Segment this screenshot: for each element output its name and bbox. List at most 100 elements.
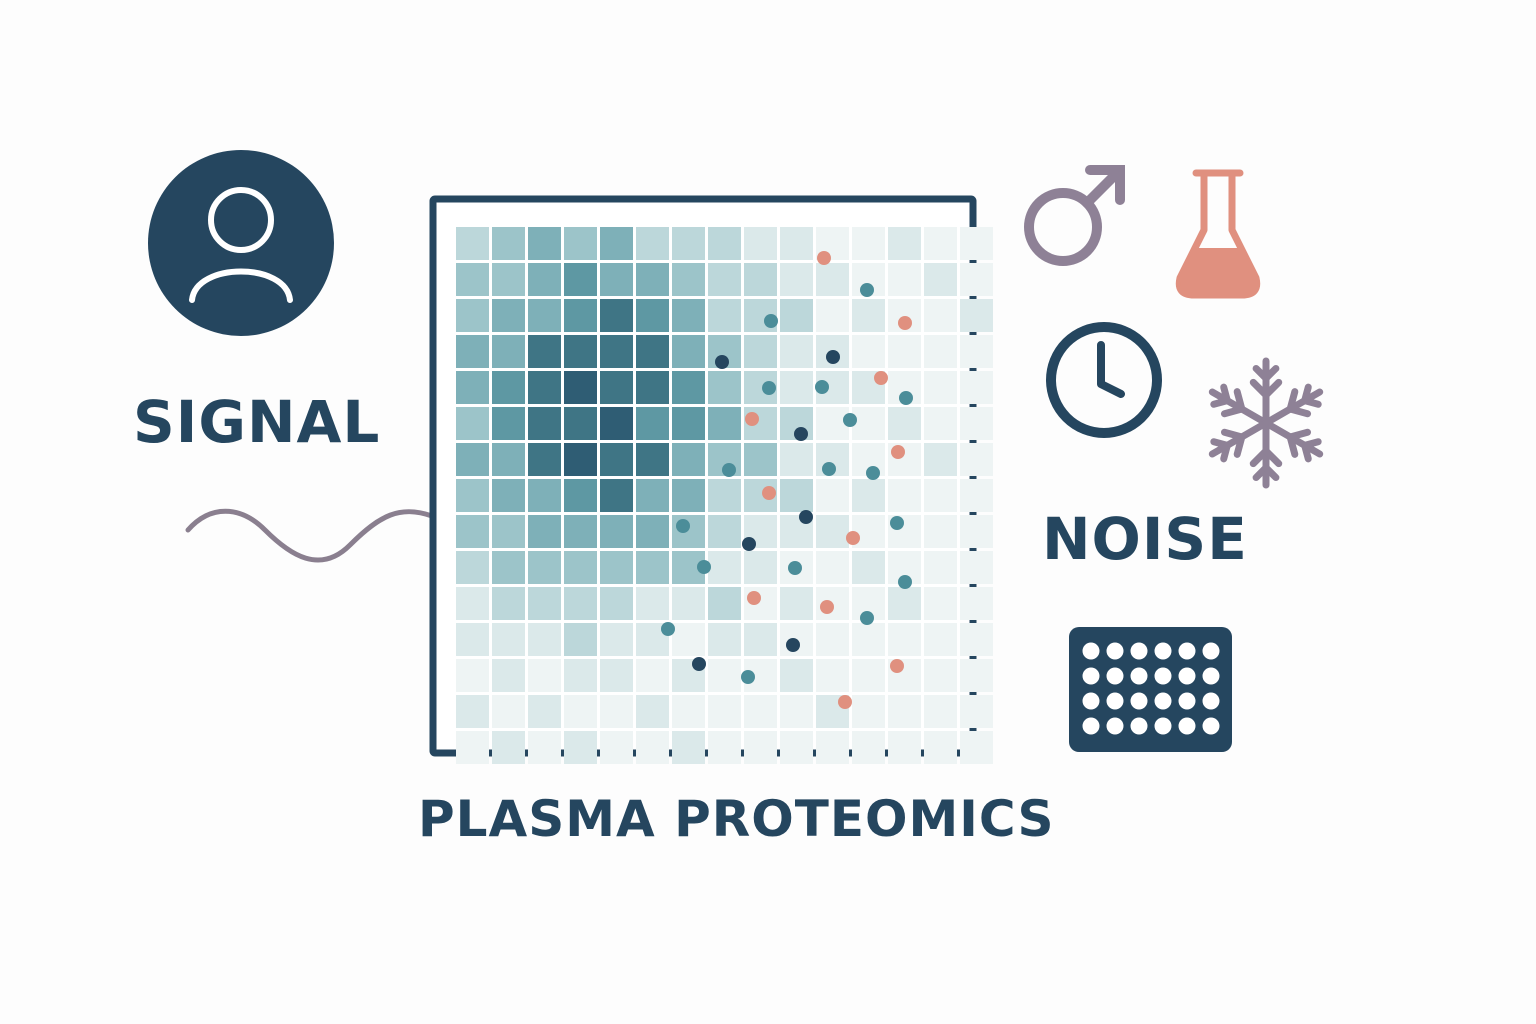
heatmap-cell: [888, 479, 921, 512]
heatmap-cell: [636, 335, 669, 368]
heatmap-cell: [636, 515, 669, 548]
heatmap-cell: [564, 335, 597, 368]
heatmap-cell: [456, 227, 489, 260]
heatmap-cell: [564, 551, 597, 584]
heatmap-cell: [456, 623, 489, 656]
heatmap-cell: [528, 479, 561, 512]
heatmap-cell: [528, 407, 561, 440]
heatmap-cell: [708, 623, 741, 656]
plate-well: [1202, 717, 1220, 735]
well-plate-icon: [1069, 627, 1232, 752]
heatmap-cell: [456, 335, 489, 368]
heatmap-cell: [564, 659, 597, 692]
plate-well: [1106, 692, 1124, 710]
heatmap-cell: [852, 623, 885, 656]
heatmap-cell: [600, 515, 633, 548]
heatmap-cell: [960, 515, 993, 548]
heatmap-cell: [960, 731, 993, 764]
heatmap-cell: [780, 587, 813, 620]
heatmap-cell: [600, 587, 633, 620]
scatter-dot: [838, 695, 852, 709]
heatmap-cell: [744, 551, 777, 584]
heatmap-cell: [960, 443, 993, 476]
heatmap-cell: [780, 731, 813, 764]
heatmap-cell: [960, 587, 993, 620]
heatmap-cell: [456, 695, 489, 728]
heatmap-cell: [744, 443, 777, 476]
heatmap-cell: [960, 371, 993, 404]
heatmap-cell: [636, 659, 669, 692]
heatmap-cell: [924, 515, 957, 548]
heatmap-cell: [456, 407, 489, 440]
heatmap-cell: [780, 371, 813, 404]
plate-well: [1178, 667, 1196, 685]
scatter-dot: [822, 462, 836, 476]
scatter-dot: [745, 412, 759, 426]
heatmap-cell: [816, 407, 849, 440]
scatter-dot: [715, 355, 729, 369]
heatmap-cell: [672, 299, 705, 332]
heatmap-cell: [528, 695, 561, 728]
heatmap-cell: [924, 335, 957, 368]
heatmap-cell: [960, 299, 993, 332]
heatmap-cell: [708, 695, 741, 728]
heatmap-cell: [744, 623, 777, 656]
plate-well: [1154, 667, 1172, 685]
heatmap-cell: [672, 731, 705, 764]
heatmap-cell: [924, 443, 957, 476]
heatmap-cell: [456, 515, 489, 548]
heatmap-cell: [816, 623, 849, 656]
heatmap-cell: [564, 695, 597, 728]
scatter-dot: [788, 561, 802, 575]
scatter-dot: [786, 638, 800, 652]
scatter-dot: [742, 537, 756, 551]
heatmap-cell: [600, 731, 633, 764]
heatmap-cell: [888, 227, 921, 260]
scatter-dot: [799, 510, 813, 524]
plate-well: [1082, 667, 1100, 685]
heatmap-cell: [600, 443, 633, 476]
heatmap-cell: [456, 479, 489, 512]
scatter-dot: [820, 600, 834, 614]
heatmap-cell: [852, 731, 885, 764]
clock-icon: [1046, 322, 1162, 438]
heatmap-cell: [672, 443, 705, 476]
scatter-dots: [661, 251, 913, 709]
heatmap-cell: [456, 551, 489, 584]
heatmap-cell: [492, 263, 525, 296]
heatmap-cell: [636, 299, 669, 332]
heatmap-cell: [492, 587, 525, 620]
heatmap-cell: [780, 227, 813, 260]
plate-well: [1178, 642, 1196, 660]
scatter-dot: [899, 391, 913, 405]
plate-well: [1154, 717, 1172, 735]
heatmap-cell: [672, 479, 705, 512]
plate-well: [1130, 642, 1148, 660]
heatmap-cell: [636, 695, 669, 728]
plate-well: [1106, 642, 1124, 660]
scatter-dot: [860, 283, 874, 297]
heatmap-cell: [564, 299, 597, 332]
heatmap-cell: [456, 371, 489, 404]
heatmap-cell: [924, 407, 957, 440]
heatmap-cell: [492, 623, 525, 656]
heatmap-cell: [636, 407, 669, 440]
title-label: PLASMA PROTEOMICS: [418, 790, 1055, 848]
heatmap-cell: [708, 659, 741, 692]
heatmap-cell: [816, 659, 849, 692]
heatmap-cell: [924, 731, 957, 764]
scatter-dot: [890, 516, 904, 530]
heatmap-cell: [636, 263, 669, 296]
heatmap-cell: [708, 551, 741, 584]
heatmap-cell: [672, 695, 705, 728]
heatmap-cell: [600, 263, 633, 296]
scatter-dot: [747, 591, 761, 605]
heatmap-cell: [960, 479, 993, 512]
heatmap-cell: [924, 263, 957, 296]
scatter-dot: [874, 371, 888, 385]
heatmap-cell: [636, 551, 669, 584]
heatmap-cell: [564, 227, 597, 260]
heatmap-cell: [672, 335, 705, 368]
heatmap-cell: [744, 263, 777, 296]
heatmap-cell: [708, 479, 741, 512]
